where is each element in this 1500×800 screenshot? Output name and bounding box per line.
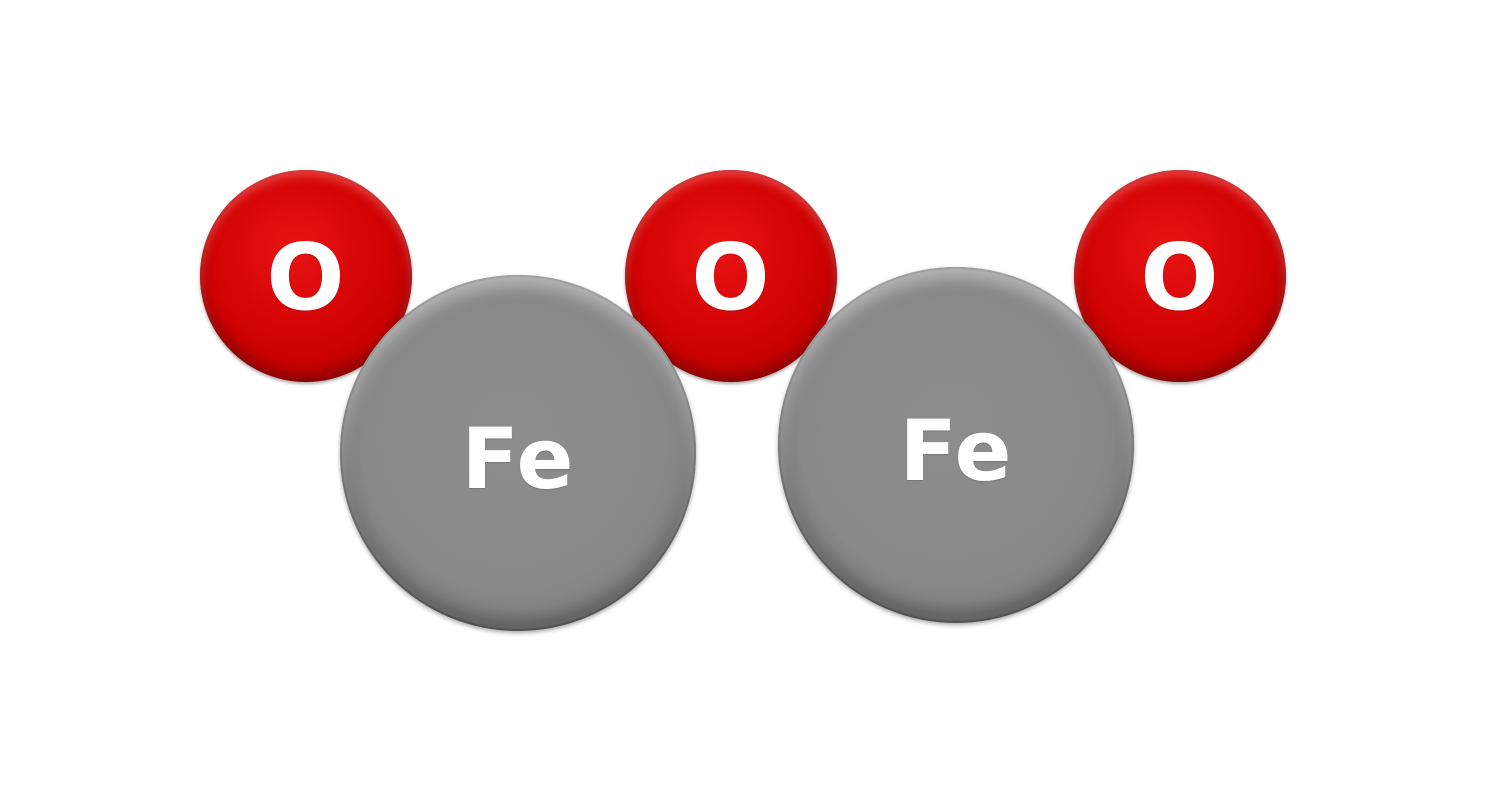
- iron-atom-1-label: Fe: [461, 410, 575, 508]
- oxygen-atom-2-label: O: [691, 224, 771, 331]
- oxygen-atom-3-label: O: [1140, 224, 1220, 331]
- oxygen-atom-1-label: O: [266, 224, 346, 331]
- iron-atom-1: Fe: [340, 275, 696, 631]
- oxygen-atom-1: O: [200, 170, 412, 382]
- iron-atom-2-label: Fe: [899, 402, 1013, 500]
- oxygen-atom-3: O: [1074, 170, 1286, 382]
- iron-atom-2: Fe: [778, 267, 1134, 623]
